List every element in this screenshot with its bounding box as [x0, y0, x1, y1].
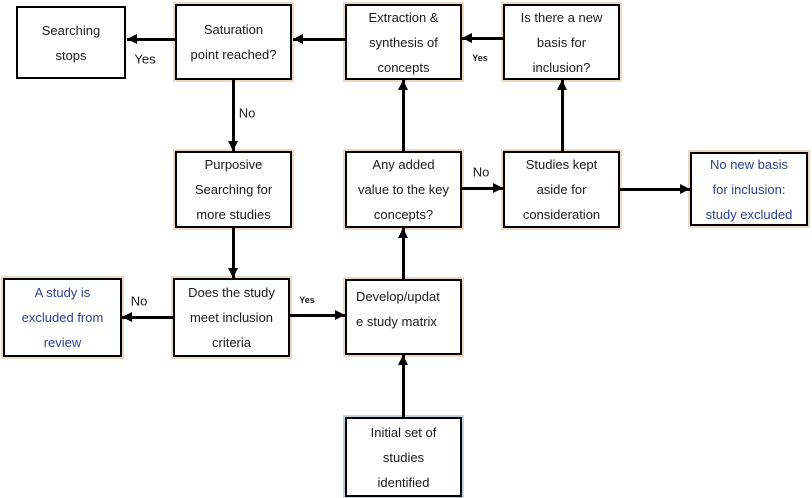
searching-stops-text-line: stops [55, 47, 87, 63]
initial-set-studies-identified-text-line: studies [382, 449, 425, 465]
label-yes-develop-matrix: Yes [299, 295, 315, 305]
added-value-question-text-line: concepts? [373, 207, 434, 222]
criteria-to-develop-matrix-arrow-line [290, 313, 345, 317]
initial-set-studies-identified-node: Initial set of studies identified [345, 417, 462, 497]
study-excluded-from-review-node: A study is excluded from review [3, 278, 122, 357]
studies-kept-aside-text-line: Studies kept [525, 157, 598, 172]
studies-kept-to-new-basis-question-arrowhead-icon [557, 80, 567, 90]
extraction-to-saturation-arrowhead-icon [293, 34, 303, 44]
added-value-to-extraction-arrowhead-icon [398, 80, 408, 90]
develop-matrix-to-added-value-arrowhead-icon [398, 228, 408, 238]
criteria-to-study-excluded-arrow-line [122, 315, 173, 319]
inclusion-criteria-question-text-line: meet inclusion [189, 310, 274, 325]
no-new-basis-study-excluded-text-line: No new basis [709, 156, 789, 172]
saturation-point-reached-node: Saturation point reached? [175, 4, 292, 80]
extraction-synthesis-concepts-node: Extraction & synthesis of concepts [345, 4, 462, 80]
criteria-to-develop-matrix-arrowhead-icon [335, 310, 345, 320]
added-value-question-node: Any added value to the key concepts? [345, 151, 462, 228]
saturation-point-reached-text-line: Saturation [203, 22, 264, 37]
extraction-to-saturation-arrow-line [293, 37, 345, 41]
studies-kept-to-no-new-basis-arrowhead-icon [680, 184, 690, 194]
initial-set-studies-identified-text-line: Initial set of [370, 424, 437, 440]
study-excluded-from-review-text-line: review [43, 335, 82, 350]
added-value-question-text-line: value to the key [357, 182, 450, 197]
saturation-to-searching-stops-arrow-line [127, 37, 175, 41]
purposive-to-criteria-arrow-line [231, 228, 235, 278]
purposive-searching-text-line: Searching for [194, 182, 273, 197]
extraction-synthesis-concepts-text-line: Extraction & [368, 9, 439, 25]
new-basis-for-inclusion-question-text-line: inclusion? [532, 59, 591, 75]
inclusion-criteria-question-text-line: criteria [211, 335, 251, 350]
new-basis-to-extraction-arrow-line [462, 36, 503, 40]
criteria-to-study-excluded-arrowhead-icon [122, 312, 132, 322]
studies-kept-aside-text-line: aside for [536, 182, 587, 197]
studies-kept-aside-text-line: consideration [522, 207, 601, 222]
studies-kept-aside-node: Studies kept aside for consideration [503, 151, 620, 228]
added-value-question-text-line: Any added [372, 157, 435, 172]
inclusion-criteria-question-text-line: Does the study [188, 285, 275, 300]
no-new-basis-study-excluded-node: No new basis for inclusion: study excluded [690, 152, 808, 226]
saturation-point-reached-text-line: point reached? [190, 47, 277, 62]
no-new-basis-study-excluded-text-line: study excluded [705, 206, 793, 222]
no-new-basis-study-excluded-text-line: for inclusion: [712, 181, 786, 197]
develop-matrix-to-added-value-arrow-line [401, 228, 405, 279]
added-value-to-studies-kept-arrow-line [462, 186, 503, 190]
studies-kept-to-new-basis-question-arrow-line [560, 80, 564, 151]
develop-update-study-matrix-text-line: Develop/updat [356, 289, 440, 304]
develop-update-study-matrix-text-line: e study matrix [356, 314, 437, 329]
saturation-to-searching-stops-arrowhead-icon [127, 34, 137, 44]
study-excluded-from-review-text-line: excluded from [21, 310, 104, 325]
extraction-synthesis-concepts-text-line: concepts [377, 59, 430, 75]
extraction-synthesis-concepts-text-line: synthesis of [369, 34, 438, 50]
searching-stops-text-line: Searching [41, 22, 101, 38]
label-no-studies-kept: No [472, 164, 490, 180]
new-basis-for-inclusion-question-text-line: Is there a new [520, 9, 603, 25]
label-no-study-excluded: No [130, 293, 148, 309]
label-yes-searching-stops: Yes [134, 51, 156, 67]
added-value-to-studies-kept-arrowhead-icon [493, 183, 503, 193]
saturation-to-purposive-arrowhead-icon [228, 141, 238, 151]
initial-set-studies-identified-text-line: identified [377, 474, 430, 490]
purposive-to-criteria-arrowhead-icon [228, 268, 238, 278]
initial-set-to-develop-matrix-arrowhead-icon [398, 355, 408, 365]
inclusion-criteria-question-node: Does the study meet inclusion criteria [173, 278, 290, 357]
label-yes-extraction: Yes [472, 53, 488, 63]
new-basis-for-inclusion-question-node: Is there a new basis for inclusion? [503, 4, 620, 80]
new-basis-to-extraction-arrowhead-icon [462, 33, 472, 43]
develop-update-study-matrix-node: Develop/updat e study matrix [345, 279, 462, 355]
label-no-purposive: No [238, 105, 256, 121]
searching-stops-node: Searching stops [16, 6, 126, 79]
saturation-to-purposive-arrow-line [231, 80, 235, 151]
purposive-searching-text-line: Purposive [204, 157, 263, 172]
initial-set-to-develop-matrix-arrow-line [401, 355, 405, 417]
added-value-to-extraction-arrow-line [401, 80, 405, 151]
study-excluded-from-review-text-line: A study is [34, 285, 91, 300]
studies-kept-to-no-new-basis-arrow-line [620, 187, 690, 191]
purposive-searching-text-line: more studies [196, 207, 271, 222]
new-basis-for-inclusion-question-text-line: basis for [536, 34, 587, 50]
